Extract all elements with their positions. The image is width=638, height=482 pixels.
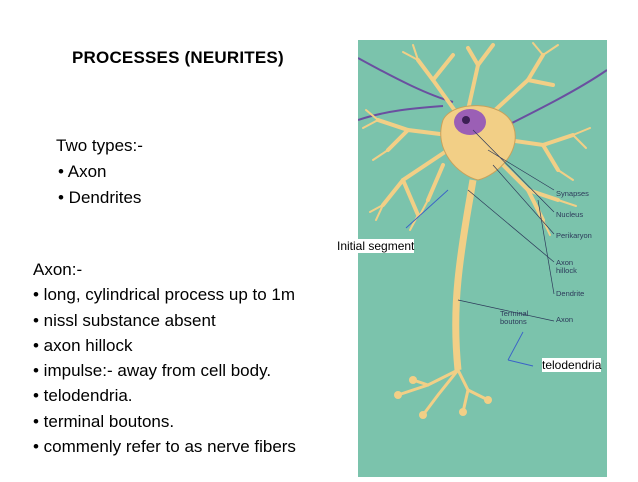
axon-point: • terminal boutons. bbox=[33, 411, 175, 431]
axon-heading: Axon:- bbox=[33, 260, 83, 279]
label-axon-hillock: Axon hillock bbox=[556, 258, 577, 275]
neuron-diagram bbox=[357, 40, 608, 477]
types-heading: Two types:- bbox=[56, 136, 143, 155]
label-axon: Axon bbox=[556, 315, 574, 324]
types-list: Two types:- • Axon • Dendrites bbox=[56, 133, 143, 211]
axon-point: • commenly refer to as nerve fibers bbox=[33, 437, 296, 457]
label-dendrite: Dendrite bbox=[556, 289, 585, 298]
axon-point: • nissl substance absent bbox=[33, 310, 216, 330]
axon-point: • impulse:- away from cell body. bbox=[33, 361, 272, 381]
initial-segment-callout: Initial segment bbox=[337, 239, 415, 253]
axon-point: • long, cylindrical process up to 1m bbox=[33, 285, 296, 305]
type-axon: • Axon bbox=[58, 162, 107, 181]
label-nucleus: Nucleus bbox=[556, 210, 584, 219]
telodendria-callout: telodendria bbox=[542, 358, 602, 372]
slide-title: PROCESSES (NEURITES) bbox=[72, 48, 284, 67]
label-terminal-boutons: Terminal boutons bbox=[500, 309, 529, 326]
label-synapses: Synapses bbox=[556, 189, 589, 198]
axon-description: Axon:- • long, cylindrical process up to… bbox=[33, 257, 296, 459]
axon-point: • telodendria. bbox=[33, 386, 133, 406]
axon-point: • axon hillock bbox=[33, 335, 133, 355]
neuron-illustration: Synapses Nucleus Perikaryon Axon hillock… bbox=[357, 40, 608, 477]
type-dendrites: • Dendrites bbox=[58, 188, 142, 207]
label-perikaryon: Perikaryon bbox=[556, 231, 592, 240]
